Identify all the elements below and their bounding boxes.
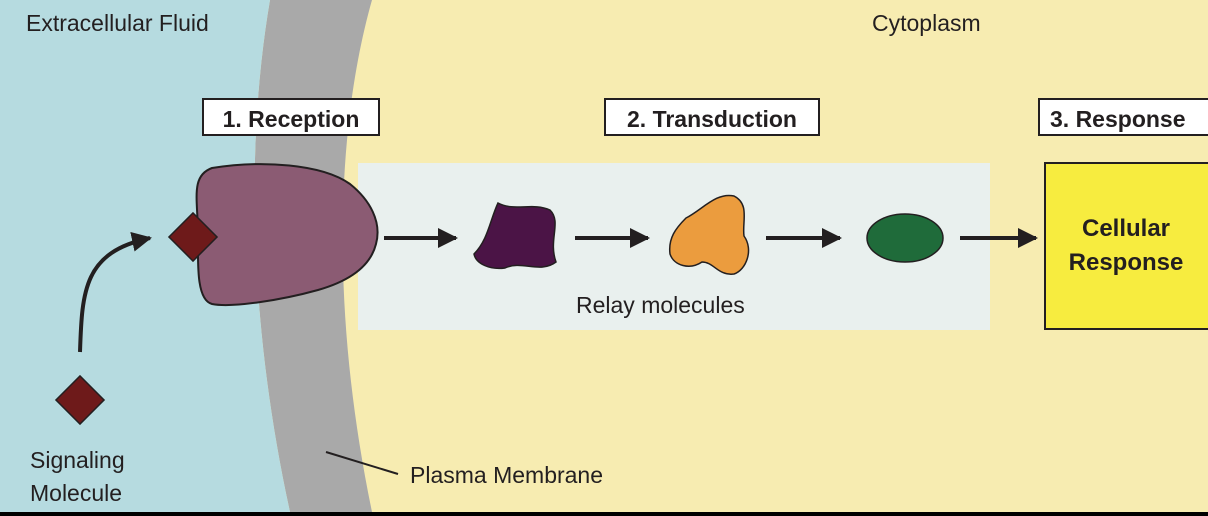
relay-molecule-3: [866, 213, 944, 263]
plasma-membrane-leader-line: [325, 451, 399, 475]
relay-molecule-2: [668, 194, 750, 275]
reception-stage-label: 1. Reception: [202, 98, 380, 136]
signaling-molecule-label-line1: Signaling: [30, 447, 125, 473]
plasma-membrane-label: Plasma Membrane: [410, 462, 604, 488]
relay-molecules-label: Relay molecules: [576, 292, 745, 318]
signaling-molecule-label: Signaling Molecule: [30, 444, 125, 510]
cytoplasm-label: Cytoplasm: [872, 10, 981, 36]
bound-signaling-molecule: [167, 211, 219, 263]
cellular-response-line1: Cellular: [1081, 215, 1171, 242]
extracellular-fluid-label: Extracellular Fluid: [26, 10, 209, 36]
cellular-response-line2: Response: [1068, 249, 1184, 276]
signaling-molecule-label-line2: Molecule: [30, 480, 123, 506]
relay-molecule-1: [473, 201, 557, 270]
response-stage-label: 3. Response: [1038, 98, 1208, 136]
free-signaling-molecule: [54, 374, 106, 426]
cellular-response-box: Cellular Response: [1044, 162, 1208, 330]
signal-travel-arrow: [78, 231, 152, 353]
transduction-stage-label: 2. Transduction: [604, 98, 820, 136]
